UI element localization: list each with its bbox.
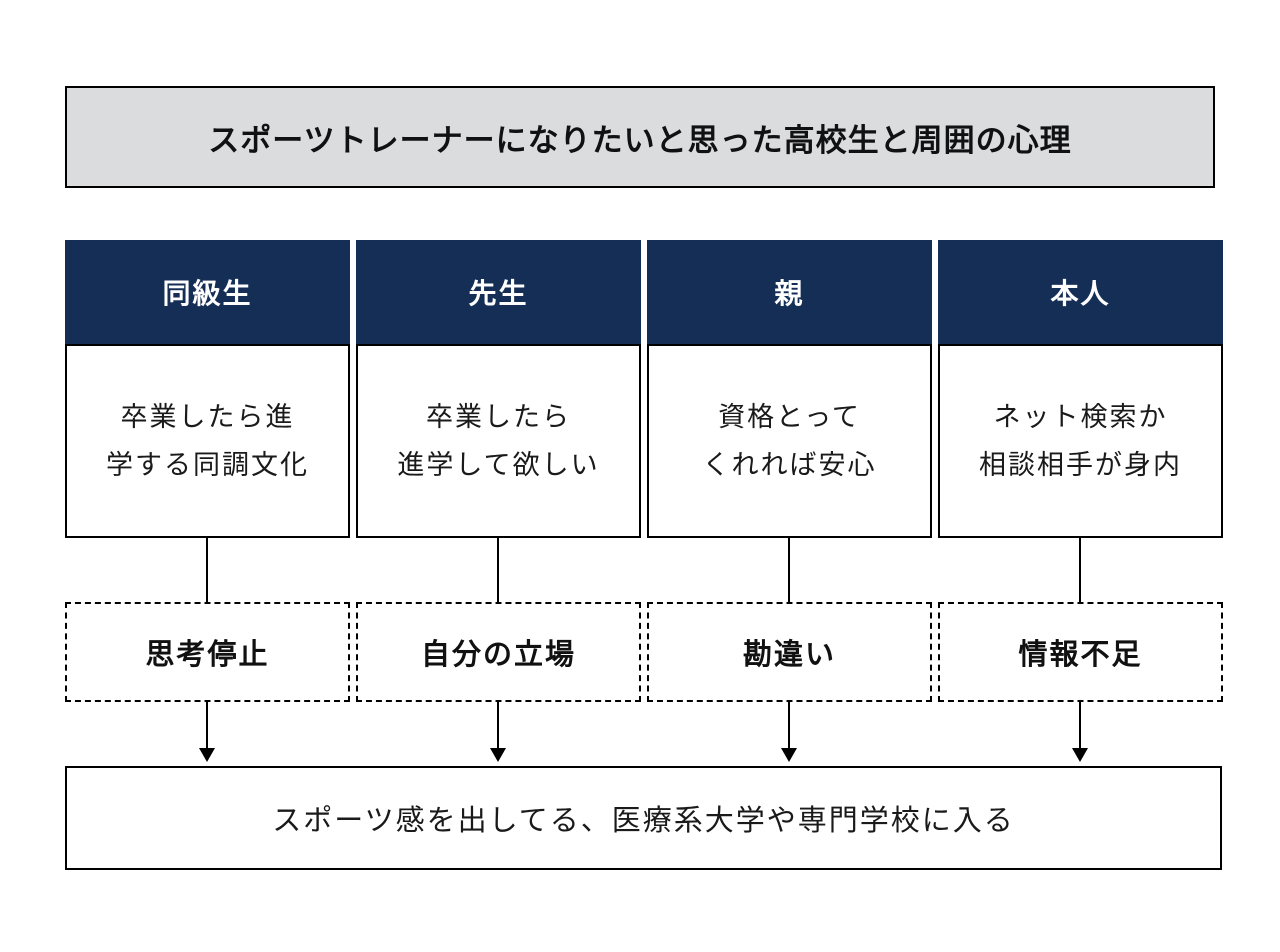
down-arrow-head-icon: [199, 748, 215, 762]
down-arrow-head-icon: [781, 748, 797, 762]
persona-header: 先生: [356, 240, 641, 344]
persona-header: 本人: [938, 240, 1223, 344]
factor-box: 情報不足: [938, 602, 1223, 702]
down-arrow-line: [206, 702, 208, 750]
connector-line: [497, 538, 499, 602]
connector-line: [1079, 538, 1081, 602]
persona-psychology-text: 卒業したら進 学する同調文化: [65, 344, 350, 538]
persona-header: 同級生: [65, 240, 350, 344]
factor-box: 思考停止: [65, 602, 350, 702]
down-arrow-head-icon: [1072, 748, 1088, 762]
down-arrow-line: [788, 702, 790, 750]
factor-box: 勘違い: [647, 602, 932, 702]
persona-header: 親: [647, 240, 932, 344]
diagram-title: スポーツトレーナーになりたいと思った高校生と周囲の心理: [65, 86, 1215, 188]
factor-box: 自分の立場: [356, 602, 641, 702]
connector-line: [788, 538, 790, 602]
down-arrow-head-icon: [490, 748, 506, 762]
persona-psychology-text: ネット検索か 相談相手が身内: [938, 344, 1223, 538]
conclusion-box: スポーツ感を出してる、医療系大学や専門学校に入る: [65, 766, 1222, 870]
persona-psychology-text: 卒業したら 進学して欲しい: [356, 344, 641, 538]
connector-line: [206, 538, 208, 602]
down-arrow-line: [497, 702, 499, 750]
down-arrow-line: [1079, 702, 1081, 750]
persona-psychology-text: 資格とって くれれば安心: [647, 344, 932, 538]
